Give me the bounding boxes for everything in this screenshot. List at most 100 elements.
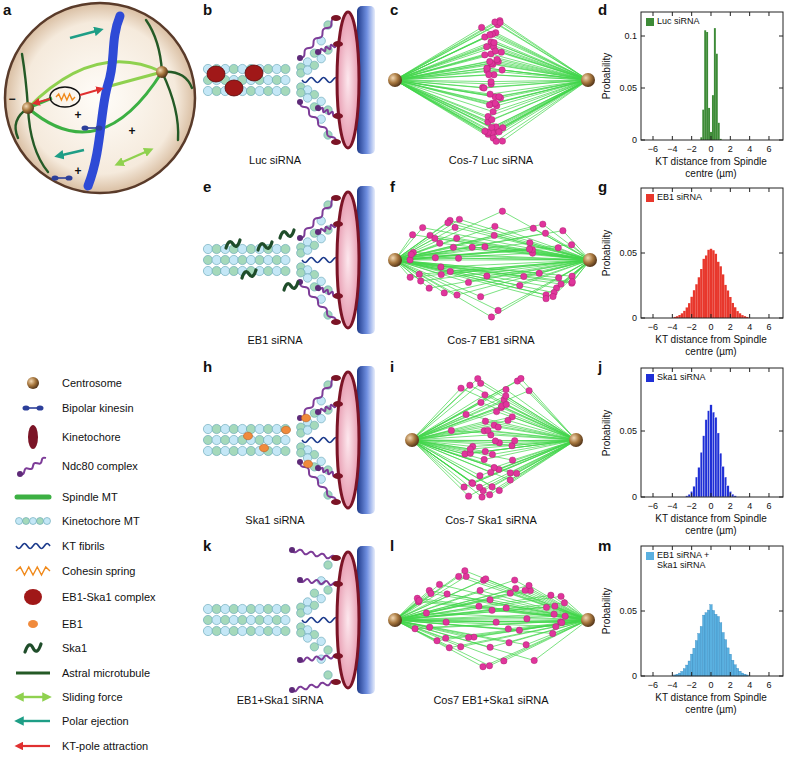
axis-title: KT distance from Spindle centre (µm) xyxy=(655,692,767,715)
tubulin-subunit xyxy=(272,64,281,73)
histogram xyxy=(641,188,783,318)
ndc80-complex xyxy=(300,198,336,238)
kinetochore-dot xyxy=(454,235,460,241)
tick-mark xyxy=(641,140,645,141)
tick-mark xyxy=(730,12,731,16)
tubulin-subunit xyxy=(317,97,325,105)
ndc80-head xyxy=(315,465,321,471)
panel-letter: b xyxy=(203,1,212,18)
legend-swatch xyxy=(646,18,654,26)
spindle-microtubule xyxy=(495,51,588,80)
kinetochore-dot xyxy=(426,624,432,630)
histogram-bar xyxy=(695,477,697,497)
histogram-bar xyxy=(686,665,688,676)
kinetochore-dot xyxy=(558,593,564,599)
kinetochore-dot xyxy=(512,437,518,443)
histogram-bar xyxy=(683,311,685,318)
histogram-bar xyxy=(717,262,719,318)
spindle-microtubule xyxy=(490,35,588,80)
kinetochore-dot xyxy=(491,39,497,45)
tubulin-subunit xyxy=(281,424,290,433)
kinetochore-dot xyxy=(503,605,509,611)
spindle-microtubule xyxy=(429,591,588,620)
tick-label: 0 xyxy=(708,144,713,154)
tubulin-subunit xyxy=(324,561,332,569)
spindle-microtubule xyxy=(395,610,492,620)
kinetochore-dot xyxy=(551,611,557,617)
tick-mark xyxy=(749,136,750,140)
tick-mark xyxy=(730,546,731,550)
kinesin-head xyxy=(66,175,73,180)
kinetochore-dot xyxy=(487,91,493,97)
spindle-microtubule xyxy=(395,620,504,661)
tick-mark xyxy=(653,368,654,372)
histogram-bar xyxy=(681,313,683,318)
kinetochore-dot xyxy=(476,603,482,609)
kinetochore-dot xyxy=(503,393,509,399)
kinetochore-dot xyxy=(448,427,454,433)
spindle-microtubule xyxy=(395,80,492,120)
tubulin-subunit xyxy=(203,244,212,253)
eb1-protein xyxy=(260,444,269,452)
tick-mark xyxy=(768,546,769,550)
centrosome xyxy=(583,253,597,267)
kinetochore-dot xyxy=(444,591,450,597)
kinetochore-dot xyxy=(467,446,473,452)
kinetochore-dot xyxy=(469,479,475,485)
tubulin-subunit xyxy=(317,277,325,285)
kinetochore-dot xyxy=(482,392,488,398)
histogram xyxy=(641,546,783,676)
tubulin-subunit xyxy=(264,75,273,84)
spindle-microtubule xyxy=(395,34,492,80)
tick-mark xyxy=(710,314,711,318)
plot-frame xyxy=(641,546,783,676)
legend-swatch xyxy=(646,552,654,560)
histogram-bar xyxy=(695,641,697,676)
tick-label: 0.1 xyxy=(624,31,637,41)
kinetochore-dot xyxy=(486,71,492,77)
tubulin-subunit xyxy=(246,446,255,455)
tick-label: 4 xyxy=(747,501,752,511)
spindle-microtubule xyxy=(28,72,162,132)
ndc80-complex xyxy=(292,550,336,559)
legend-entry: Bipolar kinesin xyxy=(62,402,134,415)
tubulin-subunit xyxy=(212,255,221,264)
kinetochore-dot xyxy=(432,235,438,241)
tick-label: 0 xyxy=(708,322,713,332)
chromosome xyxy=(88,16,120,186)
tick-label: 0 xyxy=(632,671,637,681)
tubulin-subunit xyxy=(324,671,332,679)
tubulin-subunit xyxy=(221,255,230,264)
kinetochore-dot xyxy=(487,58,493,64)
tubulin-subunit xyxy=(203,86,212,95)
tubulin-subunit xyxy=(246,86,255,95)
histogram-bar xyxy=(705,420,707,497)
tick-label: −6 xyxy=(648,680,658,690)
kinetochore-dot xyxy=(543,295,549,301)
tick-mark xyxy=(768,672,769,676)
ndc80-foot xyxy=(331,15,341,21)
kinetochore-dot xyxy=(441,290,447,296)
spindle-microtubule xyxy=(499,440,576,490)
panel-caption: EB1 siRNA xyxy=(247,334,302,347)
kinetochore-dot xyxy=(478,399,484,405)
kinetochore-dot xyxy=(506,640,512,646)
kinetochore-dot xyxy=(417,278,423,284)
ndc80-head xyxy=(315,285,321,291)
tick-label: −2 xyxy=(687,144,697,154)
tick-mark xyxy=(710,368,711,372)
tubulin-subunit xyxy=(264,424,273,433)
tick-mark xyxy=(691,493,692,497)
eb1-protein xyxy=(302,414,311,422)
kinetochore xyxy=(337,12,359,148)
tick-mark xyxy=(779,88,783,89)
astral-microtubule xyxy=(22,54,28,108)
kinetochore-dot xyxy=(568,242,574,248)
spindle-microtubule xyxy=(395,576,466,620)
ska1-protein xyxy=(284,282,298,290)
tick-label: −4 xyxy=(667,501,677,511)
ska1-protein xyxy=(242,270,256,278)
histogram-bar xyxy=(736,311,738,318)
kinetochore-dot xyxy=(452,224,458,230)
ndc80-head xyxy=(315,409,321,415)
